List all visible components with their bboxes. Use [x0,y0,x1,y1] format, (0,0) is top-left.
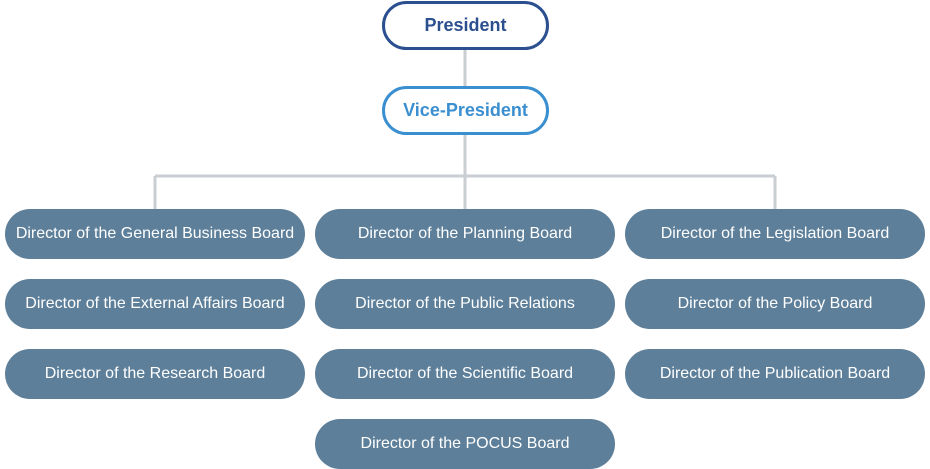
director-policy-node: Director of the Policy Board [625,279,925,329]
president-node: President [382,1,549,50]
director-general-business-node: Director of the General Business Board [5,209,305,259]
director-legislation-label: Director of the Legislation Board [660,225,890,242]
director-external-affairs-node: Director of the External Affairs Board [5,279,305,329]
director-public-relations-label: Director of the Public Relations [355,295,575,312]
director-public-relations-node: Director of the Public Relations [315,279,615,329]
director-research-label: Director of the Research Board [44,365,266,382]
director-pocus-node: Director of the POCUS Board [315,419,615,469]
director-planning-label: Director of the Planning Board [357,225,573,242]
director-external-affairs-label: Director of the External Affairs Board [25,295,285,312]
director-legislation-node: Director of the Legislation Board [625,209,925,259]
director-research-node: Director of the Research Board [5,349,305,399]
director-planning-node: Director of the Planning Board [315,209,615,259]
director-scientific-node: Director of the Scientific Board [315,349,615,399]
director-publication-label: Director of the Publication Board [659,365,891,382]
director-pocus-label: Director of the POCUS Board [360,435,570,452]
president-label: President [424,15,507,35]
vice-president-node: Vice-President [382,86,549,135]
director-publication-node: Director of the Publication Board [625,349,925,399]
director-policy-label: Director of the Policy Board [677,295,873,312]
vice-president-label: Vice-President [403,100,528,120]
director-scientific-label: Director of the Scientific Board [356,365,574,382]
director-general-business-label: Director of the General Business Board [15,225,295,242]
